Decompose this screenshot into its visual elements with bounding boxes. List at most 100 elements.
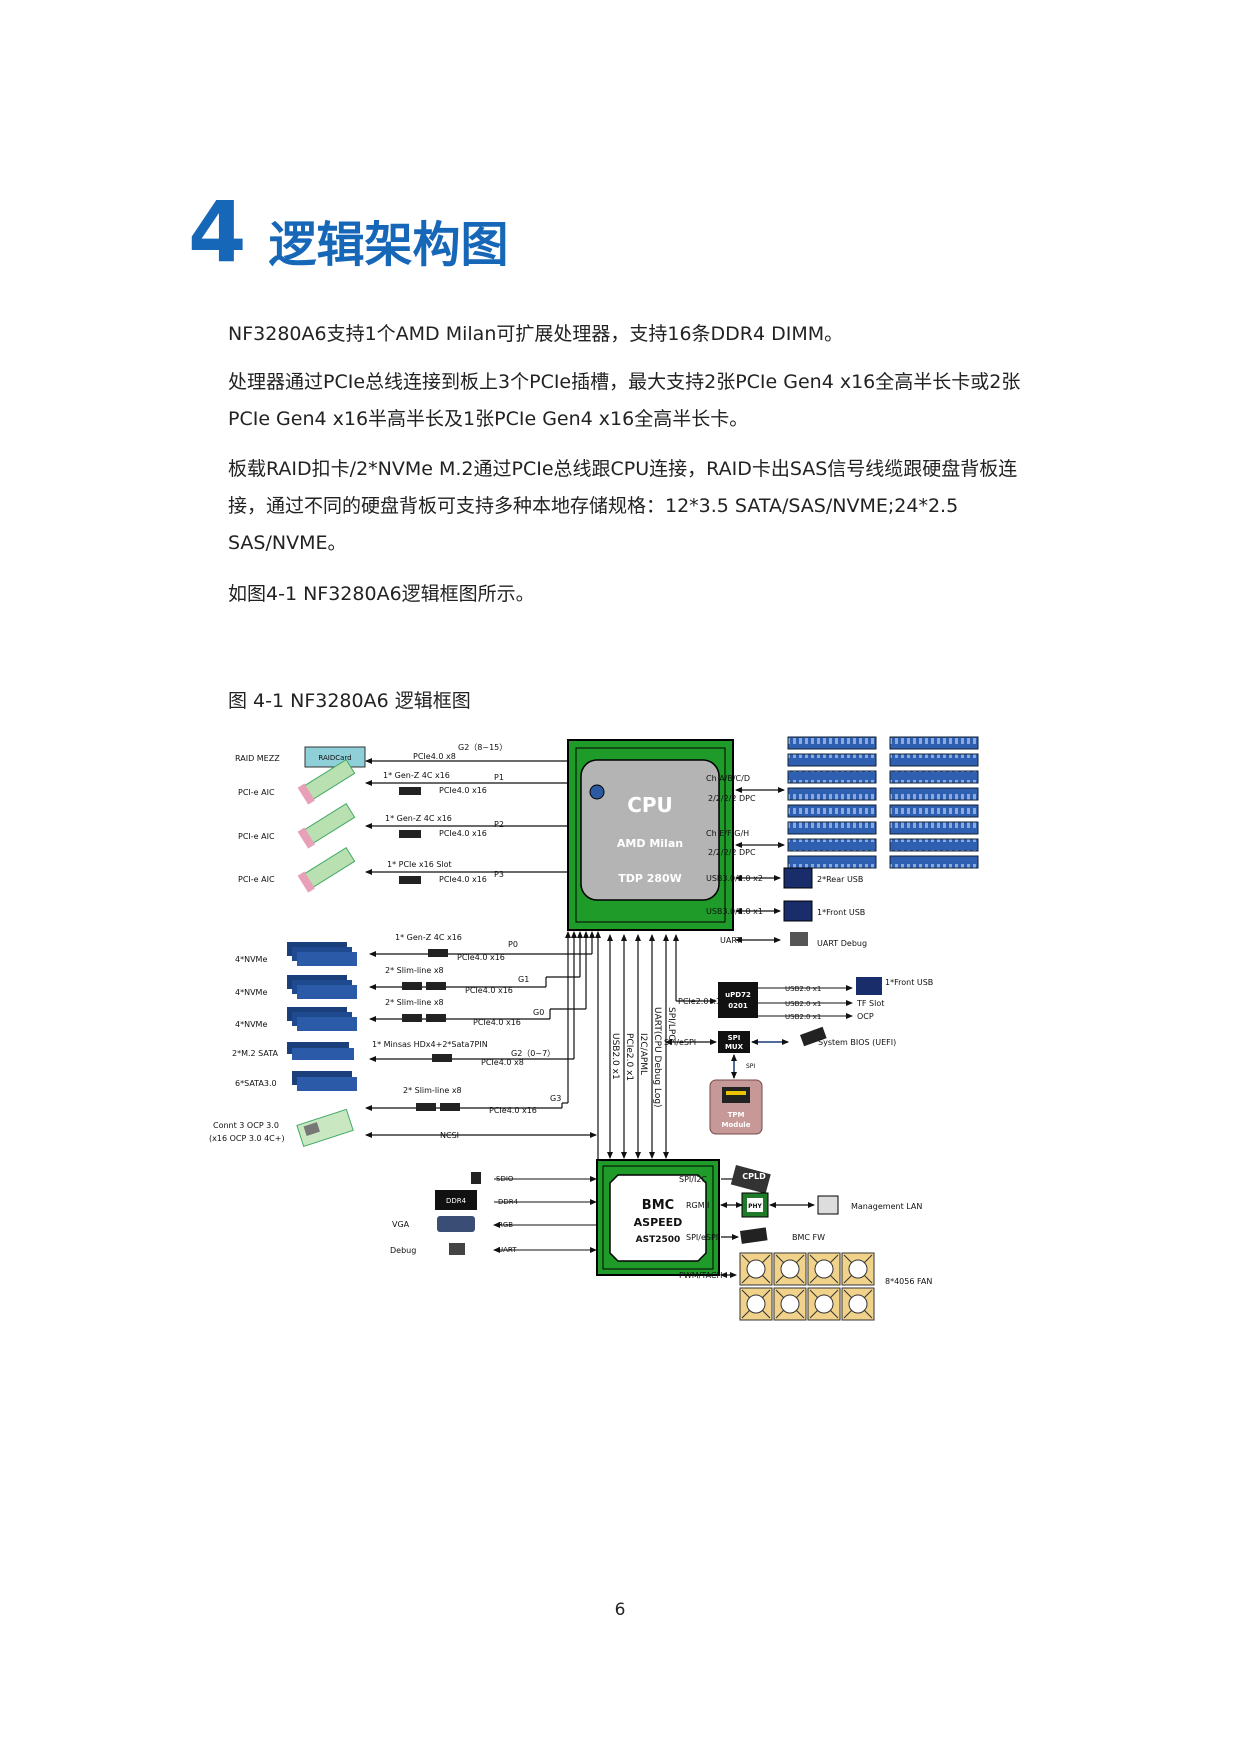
ocp-link: PCIe4.0 x16 <box>489 1106 537 1115</box>
spi-espi-label: SPI/eSPI <box>664 1038 696 1047</box>
chapter-number: 4 <box>188 183 247 281</box>
vga-port-icon <box>437 1216 475 1232</box>
bus-pcie20: PCIe2.0 x1 <box>624 1033 634 1081</box>
raid-mezz-label: RAID MEZZ <box>235 754 280 763</box>
bmc-right-peripherals: SPI/I2C CPLD RGMII PHY Management LAN SP… <box>679 1165 932 1286</box>
gen-z-4c-nvme: 1* Gen-Z 4C x16 <box>395 933 462 942</box>
raid-mezz-group: RAID MEZZ RAIDCard PCIe4.0 x8 G2（8~15） <box>235 743 567 768</box>
sdio-label: SDIO <box>496 1175 514 1183</box>
ddr4-chip-label: DDR4 <box>446 1197 467 1205</box>
m2-drive-stack <box>287 1042 354 1060</box>
upd720201-chip <box>718 982 758 1018</box>
cpu-tdp: TDP 280W <box>618 872 682 885</box>
raid-card-label: RAIDCard <box>318 754 351 762</box>
pcie-aic-label: PCI-e AIC <box>238 875 275 884</box>
ocp-label: OCP <box>857 1012 874 1021</box>
raid-group-label: G2（8~15） <box>458 743 507 752</box>
bios-chip-icon <box>800 1026 827 1047</box>
phy-label: PHY <box>748 1203 762 1210</box>
nvme-drive-stack-1 <box>287 942 357 966</box>
rear-usb-icon <box>783 867 813 889</box>
uart-label: UART <box>720 936 741 945</box>
gen-z-4c-label-2: 1* Gen-Z 4C x16 <box>385 814 452 823</box>
chapter-heading: 4 逻辑架构图 <box>188 190 508 275</box>
cpu-right-io: USB3.0/2.0 x2 2*Rear USB USB3.0/2.0 x1 1… <box>706 867 867 948</box>
fan-2 <box>773 1252 807 1286</box>
paragraph-text: NF3280A6支持1个AMD Milan可扩展处理器，支持16条DDR4 DI… <box>228 323 844 345</box>
paragraph-text: 如图4-1 NF3280A6逻辑框图所示。 <box>228 583 535 605</box>
chapter-title: 逻辑架构图 <box>268 217 509 273</box>
usb20-label-1: USB2.0 x1 <box>785 985 821 993</box>
paragraph-2: 处理器通过PCIe总线连接到板上3个PCIe插槽，最大支持2张PCIe Gen4… <box>228 364 1048 438</box>
pcie-aic-link-3: PCIe4.0 x16 <box>439 875 487 884</box>
uart-debug-label: UART Debug <box>817 939 867 948</box>
front-usb-icon-2 <box>856 977 882 995</box>
memory-links: Ch A/B/C/D 2/2/2/2 DPC Ch E/F/G/H 2/2/2/… <box>706 774 785 857</box>
p0-label: P0 <box>508 940 518 949</box>
bmc-uart-label: UART <box>498 1246 517 1254</box>
cpu-title: CPU <box>627 793 673 817</box>
raid-link-label: PCIe4.0 x8 <box>413 752 456 761</box>
spi-mux-label-1: SPI <box>728 1034 741 1042</box>
dpc-label-1: 2/2/2/2 DPC <box>708 794 756 803</box>
fan-array <box>739 1252 875 1321</box>
pcie-aic-link-1: PCIe4.0 x16 <box>439 786 487 795</box>
ddr4-chip-icon <box>435 1190 477 1210</box>
paragraph-text: 板载RAID扣卡/2*NVMe M.2通过PCIe总线跟CPU连接，RAID卡出… <box>228 458 1018 554</box>
nvme-link-2: PCIe4.0 x16 <box>465 986 513 995</box>
spi-label: SPI <box>746 1063 755 1070</box>
pcie-slot-label: 1* PCIe x16 Slot <box>387 860 452 869</box>
fan-7 <box>807 1287 841 1321</box>
sata-link: PCIe4.0 x8 <box>481 1058 524 1067</box>
spi-group: SPI/eSPI SPI MUX System BIOS (UEFI) SPI … <box>664 1026 896 1135</box>
dpc-label-2: 2/2/2/2 DPC <box>708 848 756 857</box>
tpm-label-1: TPM <box>728 1111 745 1119</box>
debug-label: Debug <box>390 1246 416 1255</box>
g0-label: G0 <box>533 1008 544 1017</box>
bmc-fw-label: BMC FW <box>792 1233 825 1242</box>
minsas-label: 1* Minsas HDx4+2*Sata7PIN <box>372 1040 488 1049</box>
vga-label: VGA <box>392 1220 410 1229</box>
usb20-label-3: USB2.0 x1 <box>785 1013 821 1021</box>
gen-z-4c-label-1: 1* Gen-Z 4C x16 <box>383 771 450 780</box>
pcie-aic-label: PCI-e AIC <box>238 832 275 841</box>
cpu-block: CPU AMD Milan TDP 280W <box>567 739 734 931</box>
bus-spi-lpc: SPI/LPC <box>666 1007 676 1041</box>
spi-mux-label-2: MUX <box>725 1043 744 1051</box>
paragraph-text: 处理器通过PCIe总线连接到板上3个PCIe插槽，最大支持2张PCIe Gen4… <box>228 371 1021 430</box>
tpm-label-2: Module <box>722 1121 751 1129</box>
fan-label: 8*4056 FAN <box>885 1277 932 1286</box>
front-usb-label: 1*Front USB <box>817 908 865 917</box>
bmc-vendor: ASPEED <box>634 1216 683 1229</box>
ocp-label-2: (x16 OCP 3.0 4C+) <box>209 1134 285 1143</box>
usb20-label-2: USB2.0 x1 <box>785 1000 821 1008</box>
ocp-label-1: Connt 3 OCP 3.0 <box>213 1121 279 1130</box>
bmc-title: BMC <box>642 1198 674 1213</box>
slimline-label-3: 2* Slim-line x8 <box>403 1086 462 1095</box>
ch-abcd-label: Ch A/B/C/D <box>706 774 750 783</box>
bus-i2c-apml: I2C/APML <box>638 1033 648 1075</box>
paragraph-3: 板载RAID扣卡/2*NVMe M.2通过PCIe总线跟CPU连接，RAID卡出… <box>228 451 1048 562</box>
g1-label: G1 <box>518 975 529 984</box>
nvme-link-3: PCIe4.0 x16 <box>473 1018 521 1027</box>
usb-x1-label: USB3.0/2.0 x1 <box>706 907 763 916</box>
sata-label: 6*SATA3.0 <box>235 1079 277 1088</box>
usb-hub-group: PCIe2.0 x1 uPD72 0201 USB2.0 x1 1*Front … <box>673 934 933 1021</box>
rear-usb-label: 2*Rear USB <box>817 875 863 884</box>
pwm-label: PWM/TACH <box>679 1271 723 1280</box>
bmc-fw-chip <box>740 1227 768 1244</box>
paragraph-4: 如图4-1 NF3280A6逻辑框图所示。 <box>228 576 1048 613</box>
storage-group: 4*NVMe 4*NVMe 4*NVMe 2*M.2 SATA 6*SATA3.… <box>209 931 597 1148</box>
nvme-label-2: 4*NVMe <box>235 988 267 997</box>
spi-espi-bmc-label: SPI/eSPI <box>686 1233 718 1242</box>
fan-3 <box>807 1252 841 1286</box>
fan-8 <box>841 1287 875 1321</box>
sd-card-icon <box>471 1172 481 1184</box>
slimline-label-2: 2* Slim-line x8 <box>385 998 444 1007</box>
nvme-label-3: 4*NVMe <box>235 1020 267 1029</box>
bus-usb20: USB2.0 x1 <box>610 1033 620 1080</box>
spi-i2c-label: SPI/I2C <box>679 1175 707 1184</box>
nvme-drive-stack-3 <box>287 1007 357 1031</box>
fan-6 <box>773 1287 807 1321</box>
spi-mux-chip <box>718 1031 750 1053</box>
